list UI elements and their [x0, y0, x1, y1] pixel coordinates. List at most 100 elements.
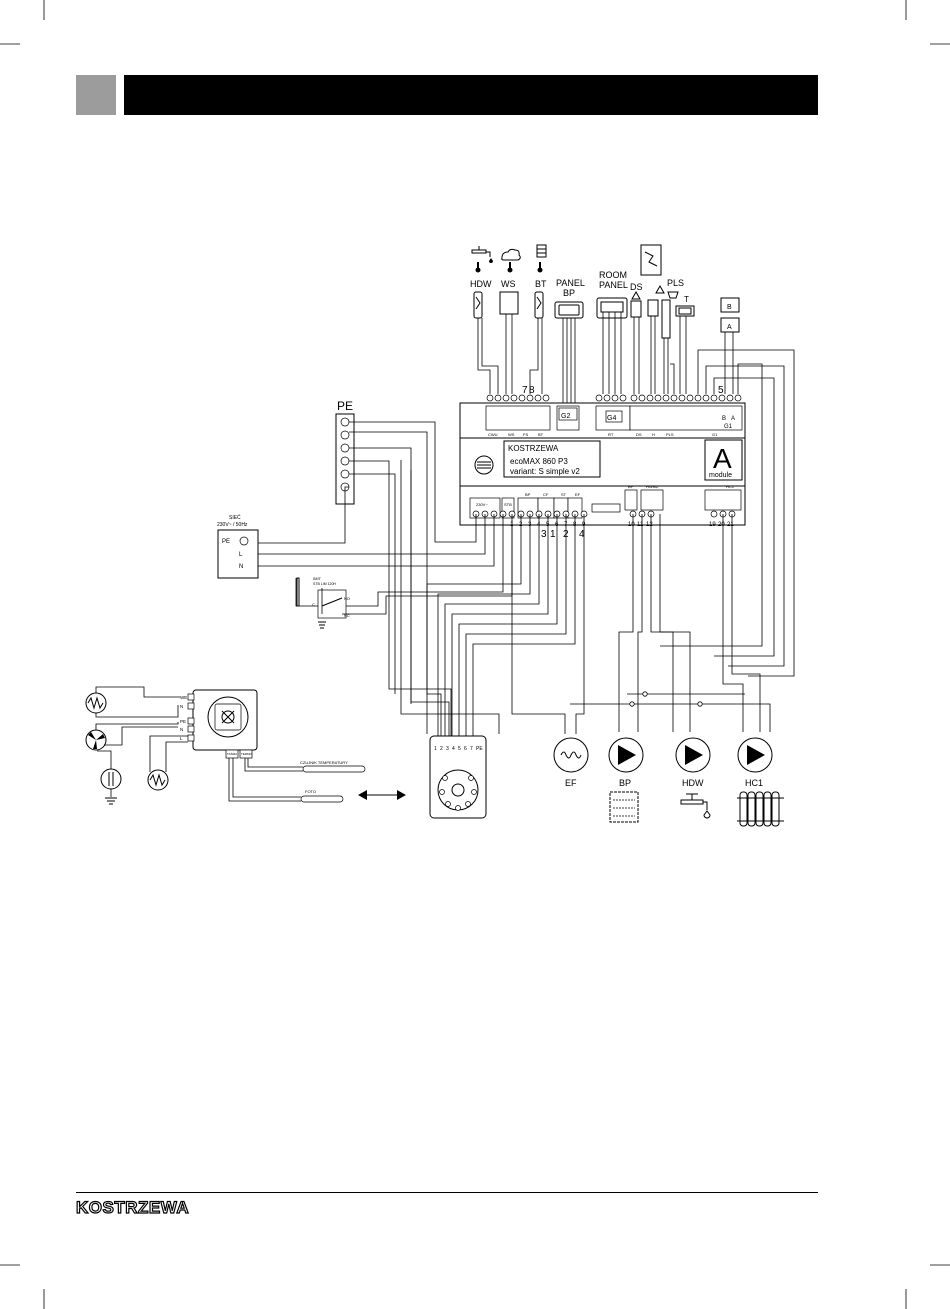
stb-sub: STB LIM 120H	[313, 582, 336, 586]
burner-connector-tasma: TAŚMA	[227, 751, 237, 756]
g1-label: G1	[724, 424, 733, 430]
module-letter: A	[713, 443, 732, 474]
bottom-num-11: 11	[637, 522, 644, 528]
g1-a-label: A	[731, 416, 735, 422]
supply-n: N	[239, 564, 243, 570]
label-hdw: HDW	[470, 279, 492, 289]
pin-2: 2	[440, 746, 443, 752]
footer-line	[76, 1192, 818, 1193]
top-label-h: H	[652, 432, 655, 437]
top-label-fs: FS	[523, 432, 528, 437]
g2-connector	[558, 407, 578, 421]
bottom-label-230v: 230V~	[476, 502, 488, 507]
pin-pe: PE	[476, 746, 483, 752]
bottom-label-ef: EF	[575, 492, 581, 497]
bottom-label-bp: BP	[525, 492, 531, 497]
label-panel-bp-2: BP	[563, 288, 575, 298]
module-word: module	[709, 472, 732, 479]
footer-brand-logo: KOSTRZEWA	[75, 1197, 190, 1217]
top-number-8: 8	[529, 385, 535, 396]
top-label-rt: RT	[608, 432, 614, 437]
label-b: B	[727, 304, 732, 311]
burner-connector: 1 2 3 4 5 6 7 PE	[429, 735, 487, 819]
bottom-label-stb: STB	[504, 502, 512, 507]
burner-module: WE N PE N L	[85, 686, 366, 805]
ignition-heater-icon	[147, 769, 169, 791]
thermometer-icons	[475, 262, 543, 273]
connector-body	[429, 735, 487, 819]
pe-label: PE	[337, 399, 353, 413]
bp-pump: BP	[608, 737, 644, 788]
capacitor-icon	[100, 768, 122, 790]
stb-no: NO	[344, 596, 350, 601]
top-number-7: 7	[522, 385, 528, 396]
sensor-label-foto: FOTO	[305, 789, 316, 794]
b-device	[720, 297, 740, 313]
supply-box-outline	[217, 529, 259, 579]
bottom-num-19: 19	[709, 522, 716, 528]
bottom-wiring	[400, 460, 771, 744]
bottom-num-20: 20	[718, 522, 725, 528]
top-wiring	[477, 312, 795, 677]
room-panel-device	[596, 297, 628, 319]
pin-1: 1	[434, 746, 437, 752]
ef-fan: EF	[553, 737, 589, 788]
bottom-label-hc1: HC1	[726, 484, 735, 489]
pls-hopper-icon	[667, 291, 679, 299]
top-label-ws: WS	[508, 432, 515, 437]
bottom-num-21: 21	[727, 522, 734, 528]
a-device	[720, 317, 740, 333]
supply-box: SIEĆ 230V~ / 50Hz PE L N	[217, 514, 495, 579]
wire-num-4: 4	[579, 529, 585, 540]
pin-7: 7	[470, 746, 473, 752]
controller-label-box	[503, 440, 601, 478]
burner-ground-icon	[105, 797, 117, 805]
t-device	[675, 305, 695, 317]
label-room-panel-1: ROOM	[599, 270, 627, 280]
top-label-g1: G1	[712, 432, 718, 437]
ds-device	[630, 300, 642, 318]
bottom-label-hwmz: HWMZ	[646, 484, 659, 489]
bottom-num-12: 12	[646, 522, 653, 528]
g2-label: G2	[561, 413, 570, 420]
panel-bp-device	[554, 301, 584, 319]
label-a: A	[727, 324, 732, 331]
boiler-icon	[536, 244, 547, 258]
radiator-icon	[737, 791, 784, 827]
g4-label: G4	[607, 415, 616, 422]
pump-label-hdw: HDW	[682, 778, 704, 788]
pump-label-bp: BP	[619, 778, 631, 788]
bottom-num-10: 10	[628, 522, 635, 528]
pin-3: 3	[446, 746, 449, 752]
bottom-label-st: ST	[561, 492, 567, 497]
controller-model: ecoMAX 860 P3	[510, 457, 568, 466]
hc1-pump: HC1	[737, 737, 773, 788]
stb-thermostat: IMIT STB LIM 120H C NO NC	[295, 514, 513, 629]
weather-icon	[501, 248, 521, 261]
label-panel-bp-1: PANEL	[556, 278, 585, 288]
pls-device	[661, 299, 671, 339]
pe-block: PE	[247, 399, 477, 744]
warning-icon	[631, 290, 641, 300]
top-terminals: G2 G4 B A G1 CWU WS FS BT RT DS H PLS G1…	[485, 385, 743, 437]
tap-icon	[471, 246, 493, 263]
label-pls: PLS	[667, 278, 684, 288]
controller-brand: KOSTRZEWA	[508, 444, 559, 453]
hdw-pump: HDW	[675, 737, 711, 788]
burner-connector-termo: TERMO	[241, 752, 252, 756]
burner-label-we: WE	[180, 695, 187, 700]
top-label-bt: BT	[538, 432, 544, 437]
pls-warning-icon	[655, 284, 665, 294]
stb-title: IMIT	[313, 576, 322, 581]
wire-num-3: 3	[541, 529, 547, 540]
fan-icon	[85, 729, 107, 751]
temperature-sensor	[302, 765, 366, 773]
top-terminal-screws	[486, 394, 742, 402]
burner-label-n2: N	[180, 727, 183, 732]
label-ws: WS	[501, 279, 516, 289]
burner-label-pe: PE	[180, 719, 186, 724]
burner-label-l: L	[180, 736, 183, 741]
top-label-cwu: CWU	[488, 432, 498, 437]
fuel-hopper-icon	[640, 244, 662, 276]
